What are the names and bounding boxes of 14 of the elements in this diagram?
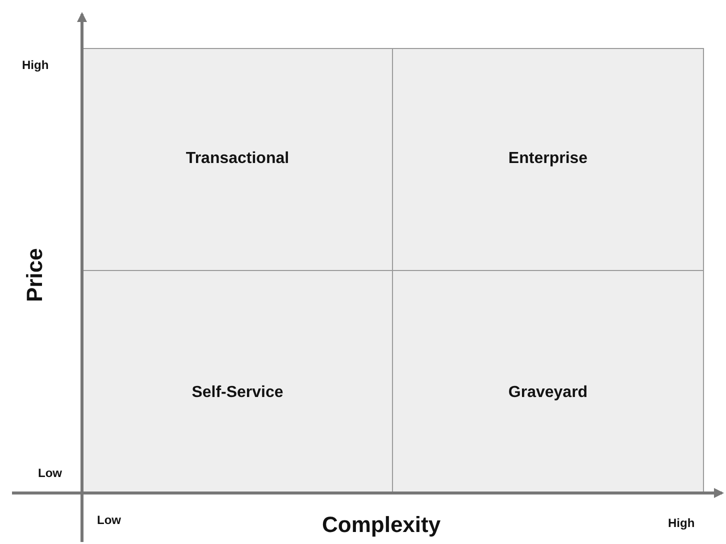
axis-tick-label: Low (97, 513, 121, 527)
quadrant-label: Transactional (186, 150, 290, 168)
axis-tick-label: High (22, 58, 49, 72)
quadrant-label: Self-Service (192, 384, 284, 402)
quadrant-box (82, 270, 393, 493)
quadrant-box (82, 48, 393, 271)
quadrant-box (392, 48, 704, 271)
axis-title: Complexity (322, 512, 441, 538)
axis-tick-label: Low (38, 466, 62, 480)
quadrant-box (392, 270, 704, 493)
axis-tick-label: High (668, 516, 695, 530)
quadrant-label: Graveyard (508, 384, 588, 402)
quadrant-label: Enterprise (508, 150, 588, 168)
axis-title: Price (22, 248, 48, 302)
